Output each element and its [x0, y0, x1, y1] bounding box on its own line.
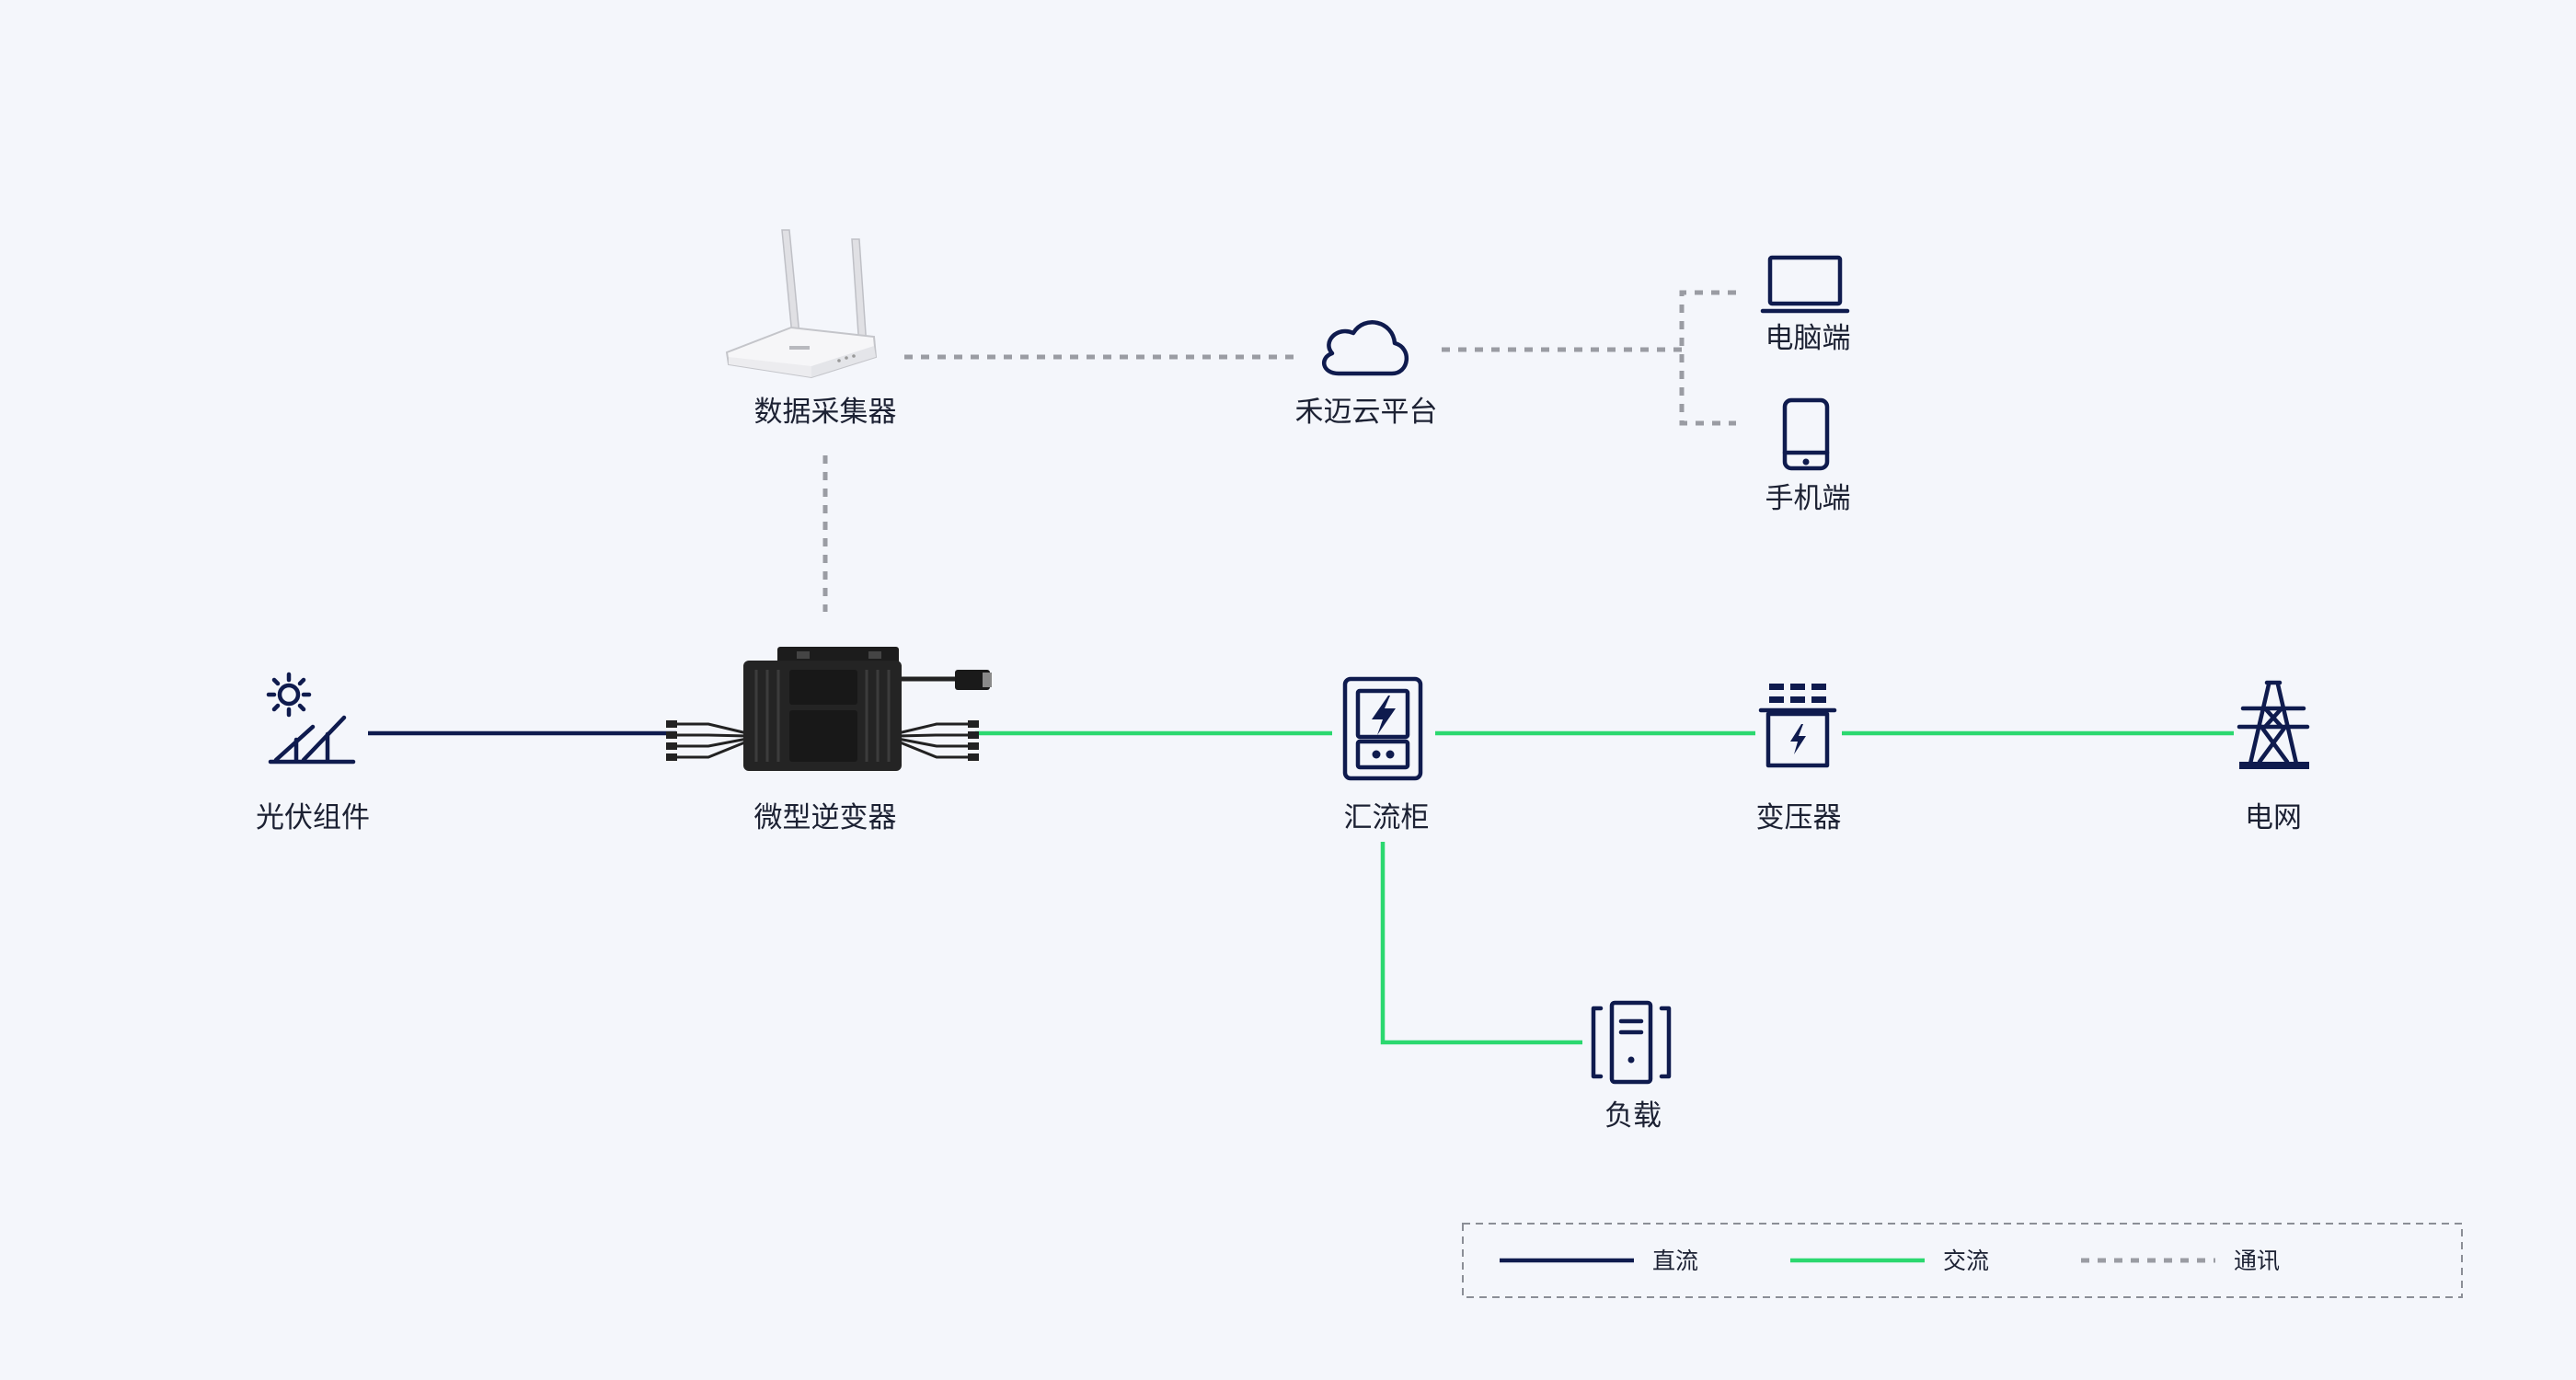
mobile-label: 手机端 [1765, 482, 1851, 515]
ac-line-cabinet-load [1380, 842, 1582, 1045]
transformer-icon [1758, 684, 1837, 768]
solar-panel-icon [266, 672, 356, 765]
legend-box [1462, 1223, 2463, 1298]
grid-label: 电网 [2245, 801, 2302, 834]
cabinet-label: 汇流柜 [1344, 801, 1430, 834]
cloud-icon [1322, 320, 1409, 376]
power-tower-icon [2237, 680, 2310, 769]
legend-ac-label: 交流 [1943, 1248, 1989, 1274]
wifi-router-icon [725, 229, 878, 379]
transformer-label: 变压器 [1756, 801, 1842, 834]
connections [368, 290, 2234, 1045]
legend-dc-label: 直流 [1652, 1248, 1698, 1274]
pc-label: 电脑端 [1765, 322, 1851, 355]
legend-comm-label: 通讯 [2234, 1248, 2280, 1274]
cloud-label: 禾迈云平台 [1295, 396, 1438, 429]
collector-label: 数据采集器 [754, 396, 897, 429]
load-cabinet-icon [1591, 1000, 1672, 1085]
inverter-label: 微型逆变器 [754, 801, 897, 834]
load-label: 负载 [1604, 1099, 1662, 1133]
laptop-icon [1760, 255, 1850, 314]
micro-inverter-icon [666, 647, 992, 771]
combiner-cabinet-icon [1342, 676, 1423, 781]
pv-label: 光伏组件 [256, 801, 370, 834]
comm-line-branch-devices [1679, 290, 1736, 426]
legend: 直流 交流 通讯 [1462, 1223, 2463, 1298]
mobile-phone-icon [1782, 397, 1830, 471]
